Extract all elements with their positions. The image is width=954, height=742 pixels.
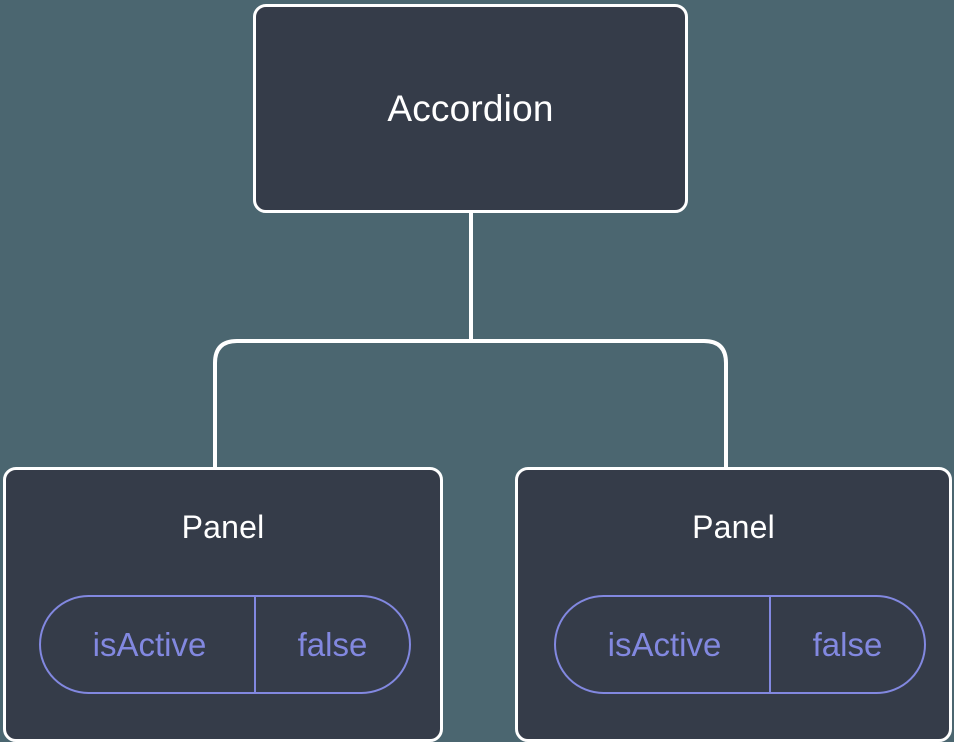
node-panel-2-state-value: false: [812, 626, 883, 663]
node-panel-1-state-key: isActive: [92, 626, 207, 663]
edge-root-to-panel-2: [471, 339, 728, 470]
node-panel-2-title: Panel: [692, 509, 775, 545]
node-panel-2-state-badge[interactable]: isActive false: [554, 595, 926, 694]
node-accordion[interactable]: Accordion: [253, 4, 688, 213]
state-badge-divider: [769, 597, 771, 692]
node-panel-1-state-badge[interactable]: isActive false: [39, 595, 411, 694]
node-panel-2-state-key: isActive: [607, 626, 722, 663]
node-panel-2[interactable]: Panel isActive false: [515, 467, 952, 742]
edge-root-to-panel-1: [213, 339, 471, 470]
node-panel-1[interactable]: Panel isActive false: [3, 467, 443, 742]
state-badge-divider: [254, 597, 256, 692]
node-accordion-title: Accordion: [387, 88, 554, 129]
node-panel-1-state-value: false: [297, 626, 368, 663]
node-panel-1-title: Panel: [181, 509, 265, 545]
